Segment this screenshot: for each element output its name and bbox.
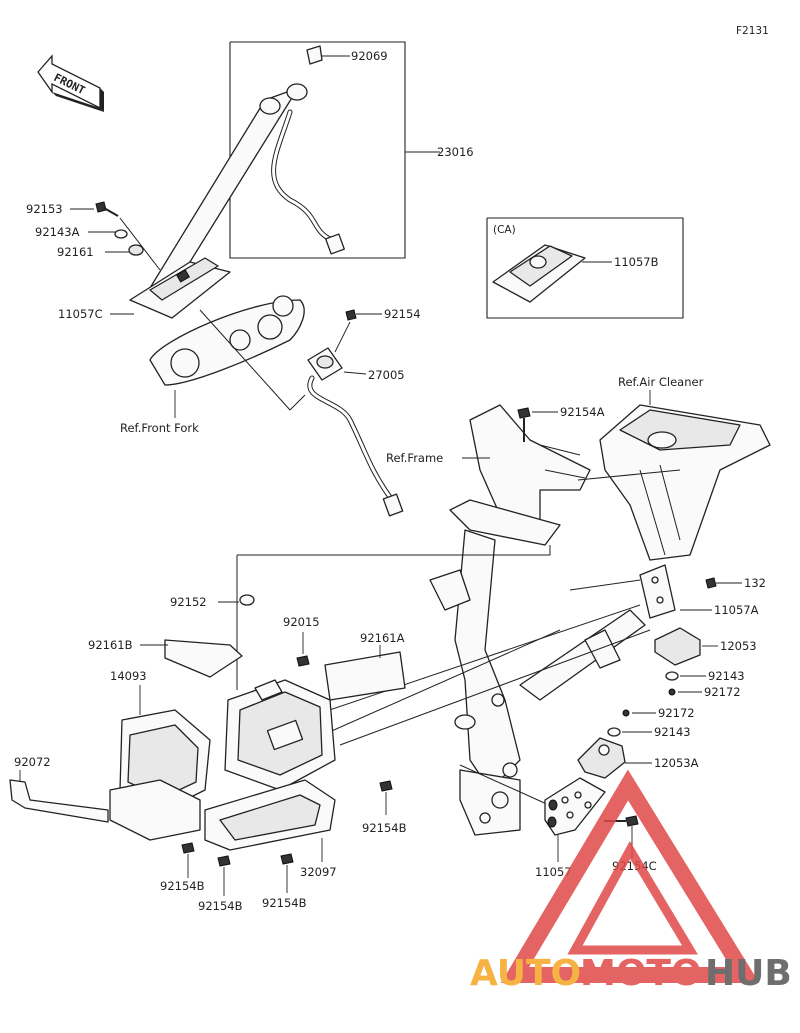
watermark-moto: MOTO xyxy=(580,953,702,994)
air-cleaner-housing: Ref.Air Cleaner xyxy=(599,375,771,561)
label-12053a: 12053A xyxy=(654,756,699,770)
bolt-92154b-a: 92154B xyxy=(362,780,407,835)
watermark-auto: AUTO xyxy=(470,953,581,994)
label-11057a: 11057A xyxy=(714,603,759,617)
watermark-hub: HUB xyxy=(705,953,792,994)
label-92161: 92161 xyxy=(57,245,94,259)
label-92154: 92154 xyxy=(384,307,421,321)
label-132: 132 xyxy=(744,576,766,590)
label-92154b-d: 92154B xyxy=(262,896,307,910)
bolt-92172-b: 92172 xyxy=(622,706,695,720)
label-92152: 92152 xyxy=(170,595,207,609)
label-32097: 32097 xyxy=(300,865,337,879)
figure-code: F2131 xyxy=(736,25,769,37)
label-92154b-a: 92154B xyxy=(362,821,407,835)
grommet-92152: 92152 xyxy=(170,594,255,609)
damper-12053: 12053 xyxy=(654,627,757,666)
label-92172-b: 92172 xyxy=(658,706,695,720)
label-92154b-c: 92154B xyxy=(198,899,243,913)
pad-92161b: 92161B xyxy=(88,638,243,678)
label-12053: 12053 xyxy=(720,639,757,653)
label-92153: 92153 xyxy=(26,202,63,216)
label-11057: 11057 xyxy=(535,865,572,879)
damper-12053a: 12053A xyxy=(577,737,699,779)
harness-assembly-box: 23016 92069 xyxy=(149,41,474,289)
bracket-11057a: 132 11057A xyxy=(639,564,766,619)
label-11057c: 11057C xyxy=(58,307,103,321)
battery-case xyxy=(224,679,336,791)
label-92161b: 92161B xyxy=(88,638,133,652)
bolt-92172-a: 92172 xyxy=(668,685,741,699)
label-92072: 92072 xyxy=(14,755,51,769)
label-92143a: 92143A xyxy=(35,225,80,239)
label-92154a: 92154A xyxy=(560,405,605,419)
strap-92072: 92072 xyxy=(9,755,109,823)
bracket-11057c: 11057C xyxy=(58,257,231,321)
washer-92143-a: 92143 xyxy=(665,669,745,683)
label-92161a: 92161A xyxy=(360,631,405,645)
front-fork-clamp: Ref.Front Fork xyxy=(120,295,306,435)
clip-92015: 92015 xyxy=(283,615,320,667)
label-92172-a: 92172 xyxy=(704,685,741,699)
bolt-92154b-d: 92154B xyxy=(262,853,307,910)
guide-lines xyxy=(236,469,681,811)
ca-label: (CA) xyxy=(493,224,516,236)
label-92015: 92015 xyxy=(283,615,320,629)
label-14093: 14093 xyxy=(110,669,147,683)
label-23016: 23016 xyxy=(437,145,474,159)
bolt-92154b-c: 92154B xyxy=(198,855,243,913)
left-fastener-group: 92153 92143A 92161 xyxy=(26,201,161,271)
ref-front-fork: Ref.Front Fork xyxy=(120,421,199,435)
watermark-logo: AUTO MOTO HUB xyxy=(470,769,792,994)
ref-air-cleaner: Ref.Air Cleaner xyxy=(618,375,704,389)
front-arrow-icon: FRONT xyxy=(37,54,104,112)
tray-32097: 32097 xyxy=(109,779,337,879)
switch-27005: 92154 27005 xyxy=(307,307,421,517)
label-27005: 27005 xyxy=(368,368,405,382)
label-92143-b: 92143 xyxy=(654,725,691,739)
label-92069: 92069 xyxy=(351,49,388,63)
label-92143-a: 92143 xyxy=(708,669,745,683)
bracket-11057: 11057 xyxy=(535,777,606,879)
washer-92143-b: 92143 xyxy=(607,725,691,739)
ref-frame: Ref.Frame xyxy=(386,451,443,465)
ca-variant-box: (CA) 11057B xyxy=(486,217,684,319)
bolt-92154b-b: 92154B xyxy=(160,842,205,893)
label-11057b: 11057B xyxy=(614,255,659,269)
pad-92161a: 92161A xyxy=(324,631,406,701)
bolt-92154a: 92154A xyxy=(517,405,605,442)
label-92154b-b: 92154B xyxy=(160,879,205,893)
